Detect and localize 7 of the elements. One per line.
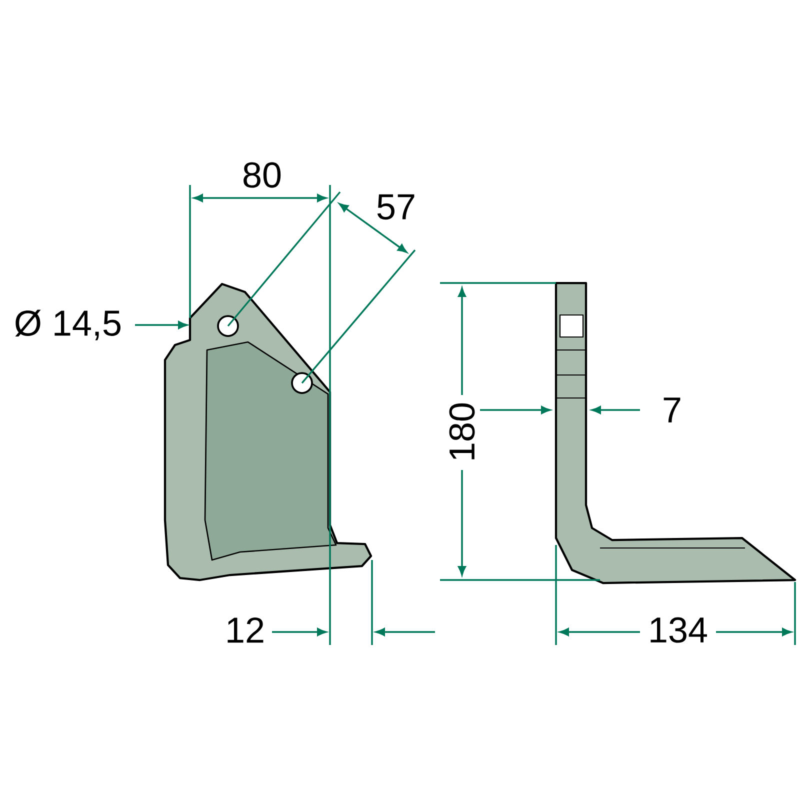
dimension-label: 80 [244,162,281,188]
dimension-label: 180 [449,403,475,460]
dimension-label: 12 [228,617,264,643]
dimension-label: 57 [377,194,414,220]
dimension-label: 7 [664,398,680,422]
dimension-label: 134 [650,617,707,643]
dimension-label: Ø 14,5 [15,310,120,340]
